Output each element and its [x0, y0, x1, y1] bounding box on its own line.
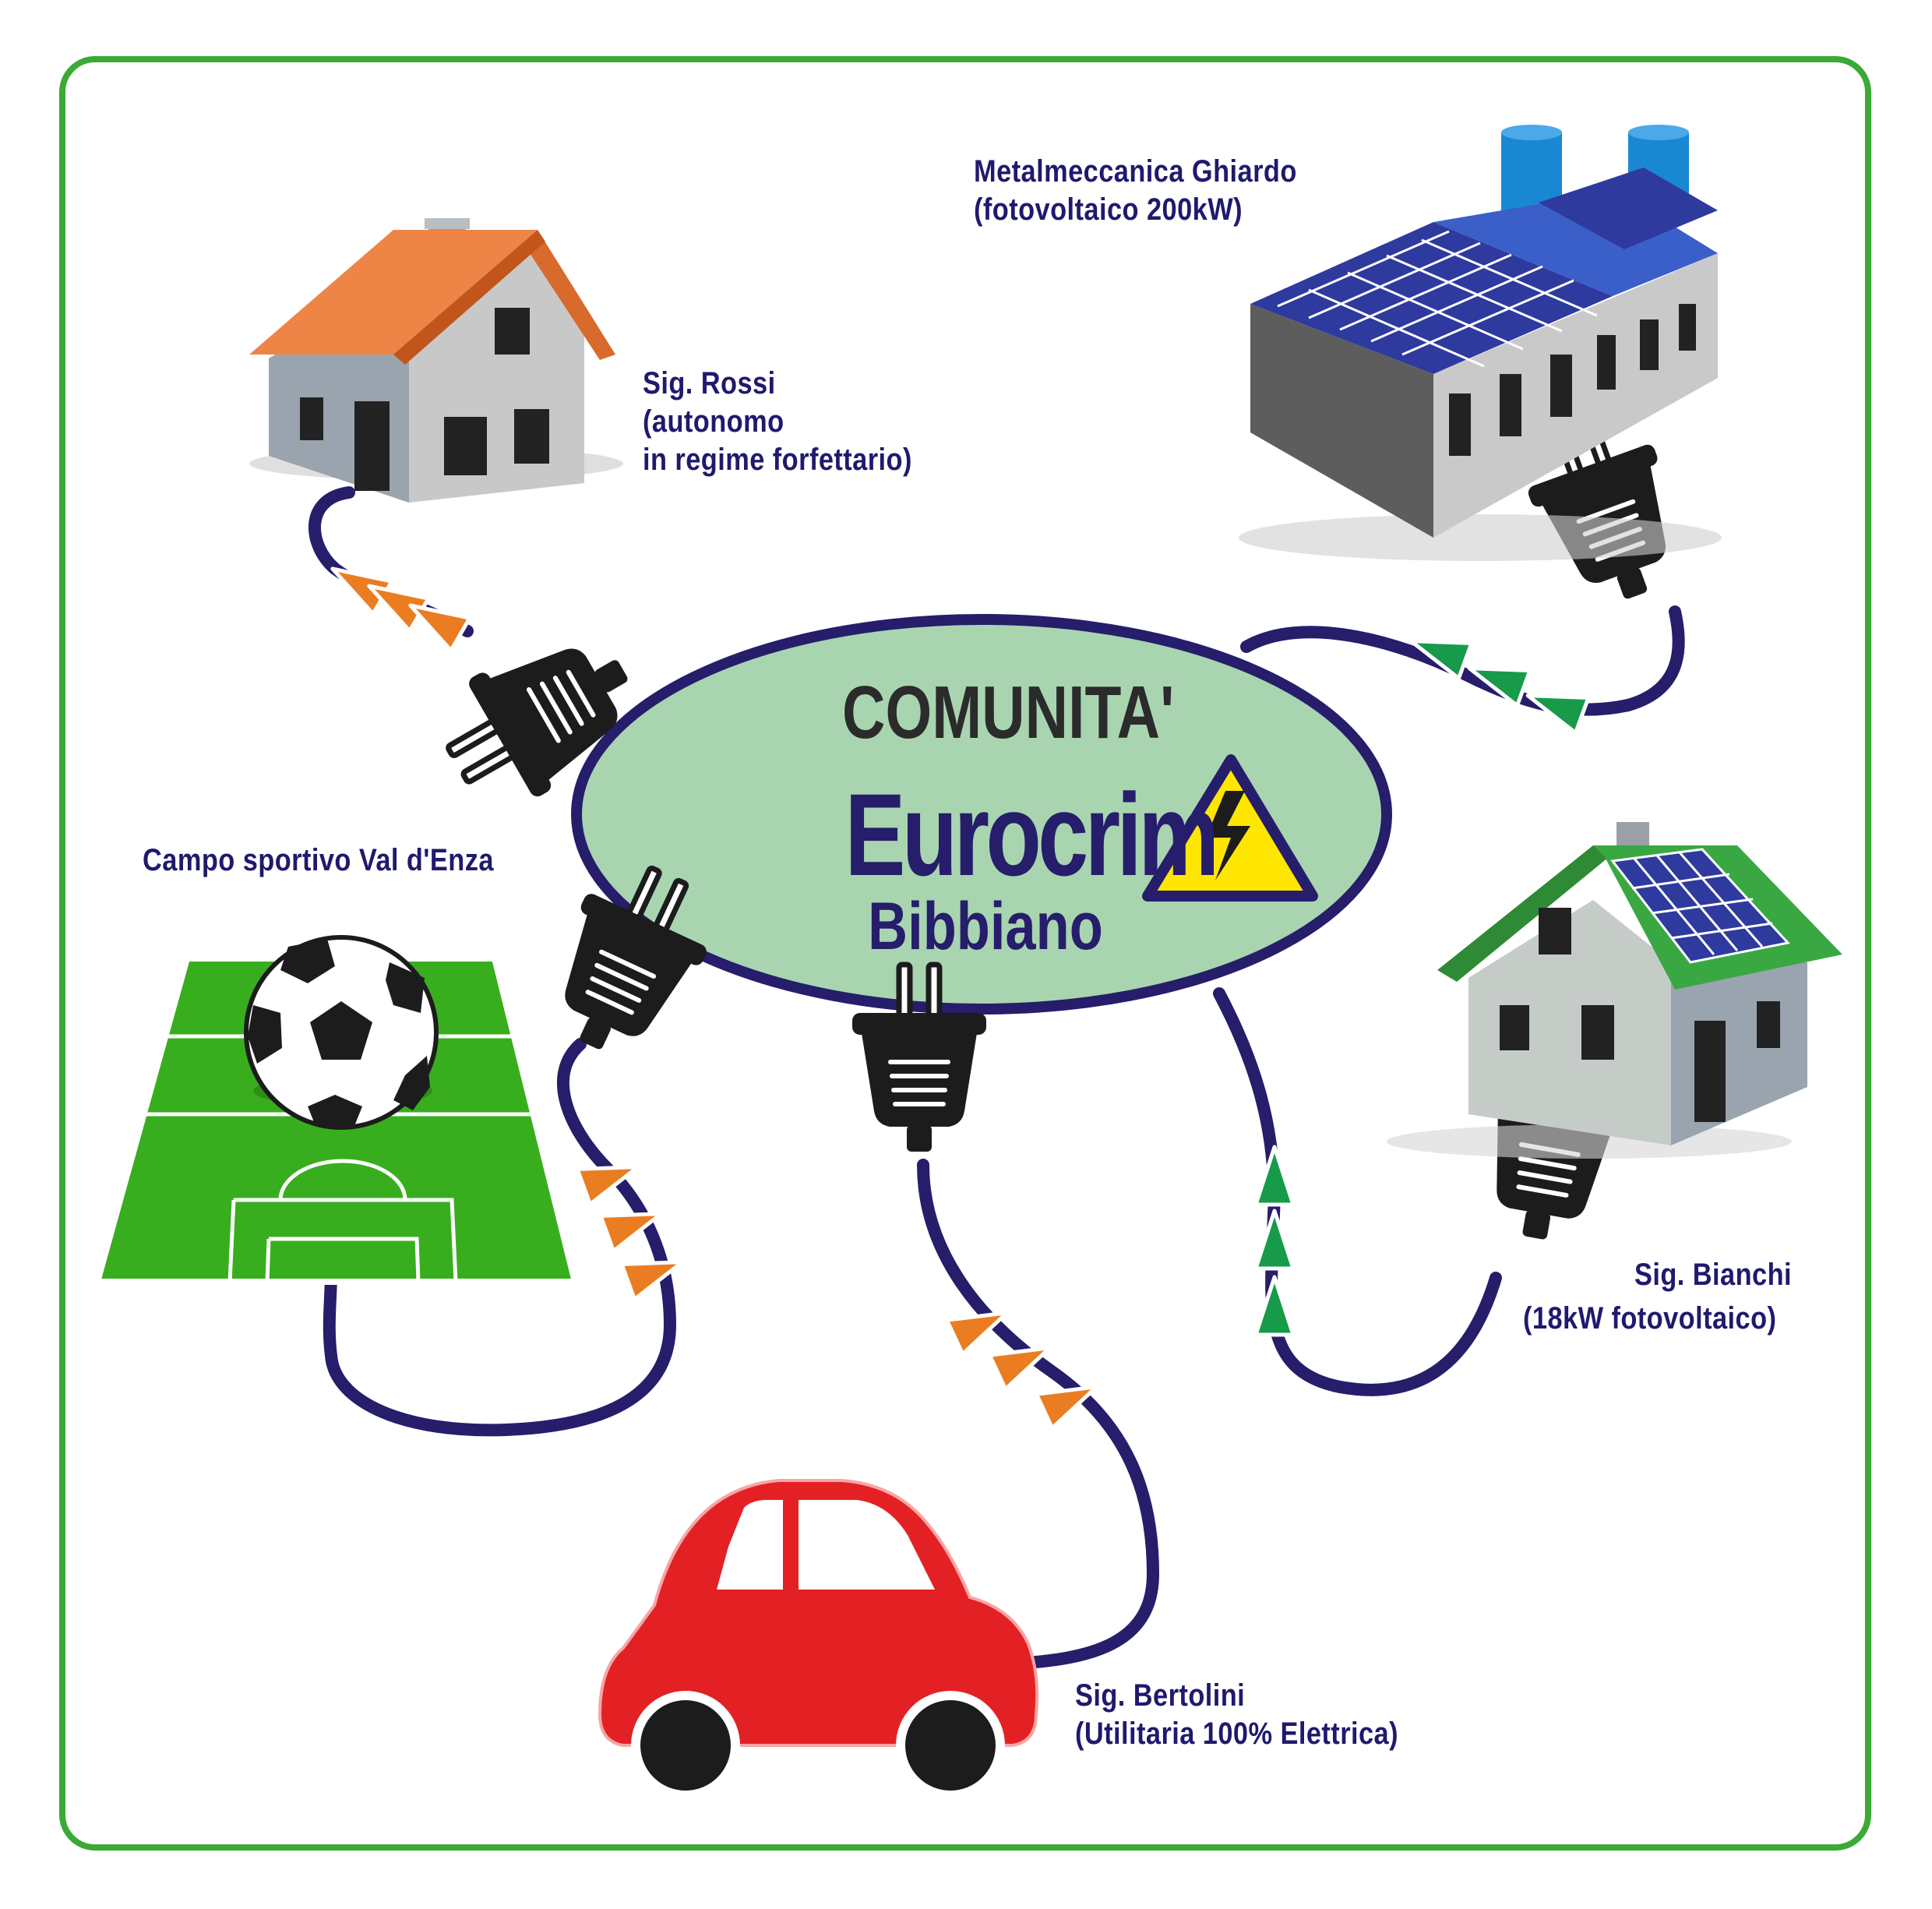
house-icon [249, 218, 623, 503]
community-location: Bibbiano [868, 889, 1103, 964]
frame-border [59, 56, 1871, 1851]
bianchi-line2: (18kW fotovoltaico) [1523, 1301, 1777, 1336]
sport-name: Campo sportivo Val d'Enza [143, 843, 494, 877]
bianchi-name: Sig. Bianchi [1634, 1258, 1793, 1292]
label-bertolini: Sig. Bertolini (Utilitaria 100% Elettric… [1075, 1677, 1398, 1753]
label-sport: Campo sportivo Val d'Enza [143, 842, 494, 880]
solar-panel-icon [1277, 230, 1598, 368]
community-title: COMUNITA' [842, 671, 1175, 754]
rossi-name: Sig. Rossi [643, 366, 776, 401]
factory-line2: (fotovoltaico 200kW) [974, 192, 1243, 227]
factory-name: Metalmeccanica Ghiardo [974, 154, 1297, 189]
cable-factory [1240, 605, 1685, 716]
community-ellipse [571, 614, 1392, 1014]
electric-car-icon [598, 1479, 1039, 1800]
flow-arrows-car [947, 1296, 1104, 1428]
label-factory: Metalmeccanica Ghiardo (fotovoltaico 200… [974, 153, 1297, 229]
community-brand: Eurocrim [844, 769, 1219, 900]
rossi-line3: in regime forfettario) [643, 442, 912, 477]
factory-icon [1239, 125, 1722, 561]
soccer-ball-icon [244, 935, 439, 1130]
label-bianchi-detail: (18kW fotovoltaico) [1523, 1300, 1776, 1338]
cable-sport-in [323, 1038, 677, 1437]
bertolini-name: Sig. Bertolini [1075, 1678, 1246, 1713]
flow-arrows-rossi [323, 552, 470, 651]
warning-bolt-icon [1142, 754, 1318, 902]
solar-house-icon [1387, 822, 1842, 1159]
label-rossi: Sig. Rossi (autonomo in regime forfettar… [643, 365, 912, 478]
bertolini-line2: (Utilitaria 100% Elettrica) [1075, 1716, 1399, 1751]
solar-panel-icon [1610, 848, 1790, 964]
flow-arrows-sport [577, 1149, 689, 1299]
flow-arrows-factory [1405, 623, 1588, 732]
rossi-line2: (autonomo [643, 404, 784, 439]
cable-car [917, 1159, 1160, 1670]
flow-arrows-bianchi [1256, 1147, 1293, 1335]
label-bianchi: Sig. Bianchi [1634, 1256, 1792, 1294]
